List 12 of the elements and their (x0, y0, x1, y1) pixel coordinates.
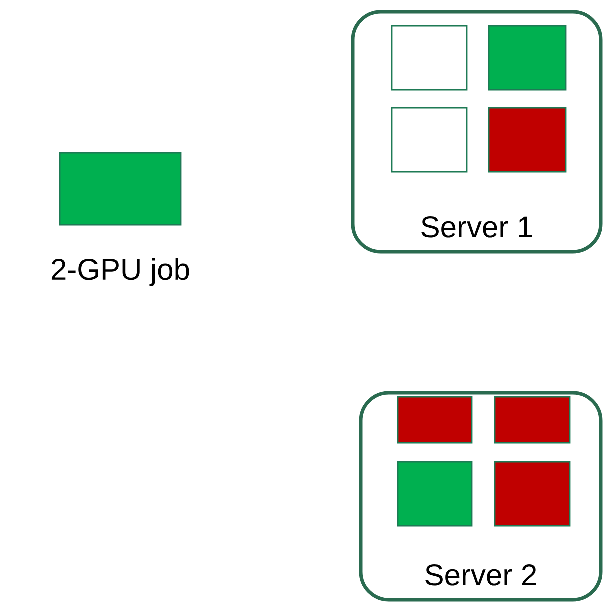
gpu-slot (488, 25, 567, 91)
gpu-slot (397, 396, 473, 444)
gpu-slot (391, 107, 468, 173)
job-caption: 2-GPU job (52, 258, 190, 286)
server-box: Server 1 (351, 10, 603, 254)
server-box: Server 2 (359, 391, 603, 602)
gpu-slot (494, 461, 571, 527)
job-box (59, 152, 182, 226)
gpu-slot (488, 107, 567, 173)
gpu-slot (494, 396, 571, 444)
gpu-slot (397, 461, 473, 527)
gpu-slot (391, 25, 468, 91)
